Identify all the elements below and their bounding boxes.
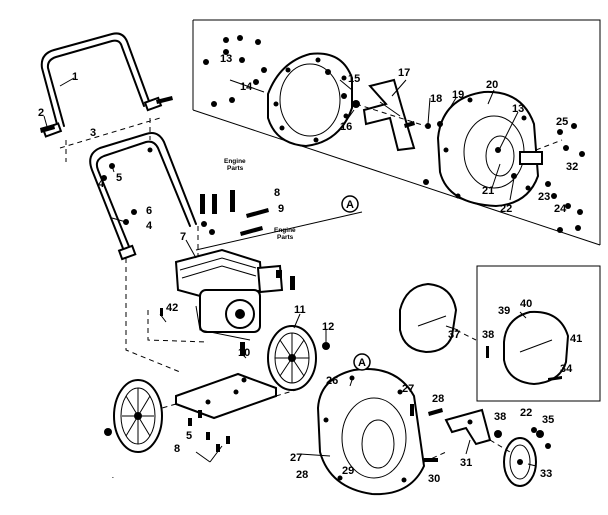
section-marker-lower-label: A xyxy=(358,357,366,369)
engine-parts-label-1-line1: Engine xyxy=(224,158,246,165)
callout-11: 11 xyxy=(294,304,306,316)
callout-31: 31 xyxy=(460,457,472,469)
callout-3: 3 xyxy=(90,127,96,139)
callout-8-b: 8 xyxy=(174,443,180,455)
engine-bolts xyxy=(200,190,295,356)
right-wheel xyxy=(267,325,317,391)
left-wheel xyxy=(113,379,163,453)
callout-5-b: 5 xyxy=(186,430,192,442)
callout-13: 13 xyxy=(220,53,232,65)
handle-dashed-guides xyxy=(59,117,209,373)
callout-28: 28 xyxy=(432,393,444,405)
blower-housing-lower xyxy=(316,368,443,496)
wheel-hardware xyxy=(104,342,551,452)
callout-10: 10 xyxy=(238,347,250,359)
section-marker-upper-label: A xyxy=(346,199,354,211)
callout-5: 5 xyxy=(116,172,122,184)
callout-7: 7 xyxy=(180,231,186,243)
section-a-boundary xyxy=(192,19,601,246)
callout-9: 9 xyxy=(278,203,284,215)
engine-parts-label-2-line2: Parts xyxy=(277,234,294,241)
leader-lines xyxy=(43,77,537,467)
callout-19: 19 xyxy=(452,89,464,101)
section-marker-lower: A xyxy=(353,353,371,371)
callout-41: 41 xyxy=(570,333,582,345)
callout-32: 32 xyxy=(566,161,578,173)
upper-handle xyxy=(40,32,173,138)
callout-39: 39 xyxy=(498,305,510,317)
backplate xyxy=(267,52,360,148)
handle-hardware xyxy=(101,147,163,316)
callout-4: 4 xyxy=(98,178,105,190)
callout-33: 33 xyxy=(540,468,552,480)
inset-box xyxy=(476,265,601,402)
callout-25: 25 xyxy=(556,116,568,128)
callout-numbers: 1 2 3 4 5 6 4 7 8 9 42 10 11 12 8 5 13 1… xyxy=(38,53,582,485)
callout-18: 18 xyxy=(430,93,442,105)
callout-21: 21 xyxy=(482,185,494,197)
impeller xyxy=(362,78,416,152)
callout-24: 24 xyxy=(554,203,567,215)
callout-29: 29 xyxy=(342,465,354,477)
inset-cover xyxy=(486,310,570,386)
callout-14: 14 xyxy=(240,81,253,93)
engine-parts-label-1-line2: Parts xyxy=(227,165,244,172)
callout-30: 30 xyxy=(428,473,440,485)
callout-17: 17 xyxy=(398,67,410,79)
callout-2: 2 xyxy=(38,107,44,119)
callout-27-b: 27 xyxy=(290,452,302,464)
callout-35: 35 xyxy=(542,414,554,426)
callout-28-b: 28 xyxy=(296,469,308,481)
speck-mark: . xyxy=(112,473,114,480)
section-marker-upper: A xyxy=(341,195,359,213)
callout-6: 6 xyxy=(146,205,152,217)
callout-16: 16 xyxy=(340,121,352,133)
callout-12: 12 xyxy=(322,321,334,333)
callout-1: 1 xyxy=(72,71,78,83)
blower-cover xyxy=(399,282,477,354)
callout-8: 8 xyxy=(274,187,280,199)
callout-38: 38 xyxy=(482,329,494,341)
callout-34: 34 xyxy=(560,363,573,375)
engine xyxy=(174,248,284,341)
engine-parts-label-2-line1: Engine xyxy=(274,227,296,234)
callout-20: 20 xyxy=(486,79,498,91)
callout-26: 26 xyxy=(326,375,338,387)
callout-22: 22 xyxy=(500,203,512,215)
callout-38-b: 38 xyxy=(494,411,506,423)
callout-27: 27 xyxy=(402,383,414,395)
housing-bracket xyxy=(423,408,537,463)
callout-22-b: 22 xyxy=(520,407,532,419)
mounting-plate xyxy=(119,372,297,421)
callout-40: 40 xyxy=(520,298,532,310)
callout-13-b: 13 xyxy=(512,103,524,115)
lower-handle xyxy=(89,132,197,261)
callout-15: 15 xyxy=(348,73,360,85)
callout-23: 23 xyxy=(538,191,550,203)
small-wheel xyxy=(503,437,537,487)
callout-37: 37 xyxy=(448,329,460,341)
callout-42: 42 xyxy=(166,302,178,314)
upper-hardware xyxy=(203,35,585,233)
callout-4-b: 4 xyxy=(146,220,153,232)
